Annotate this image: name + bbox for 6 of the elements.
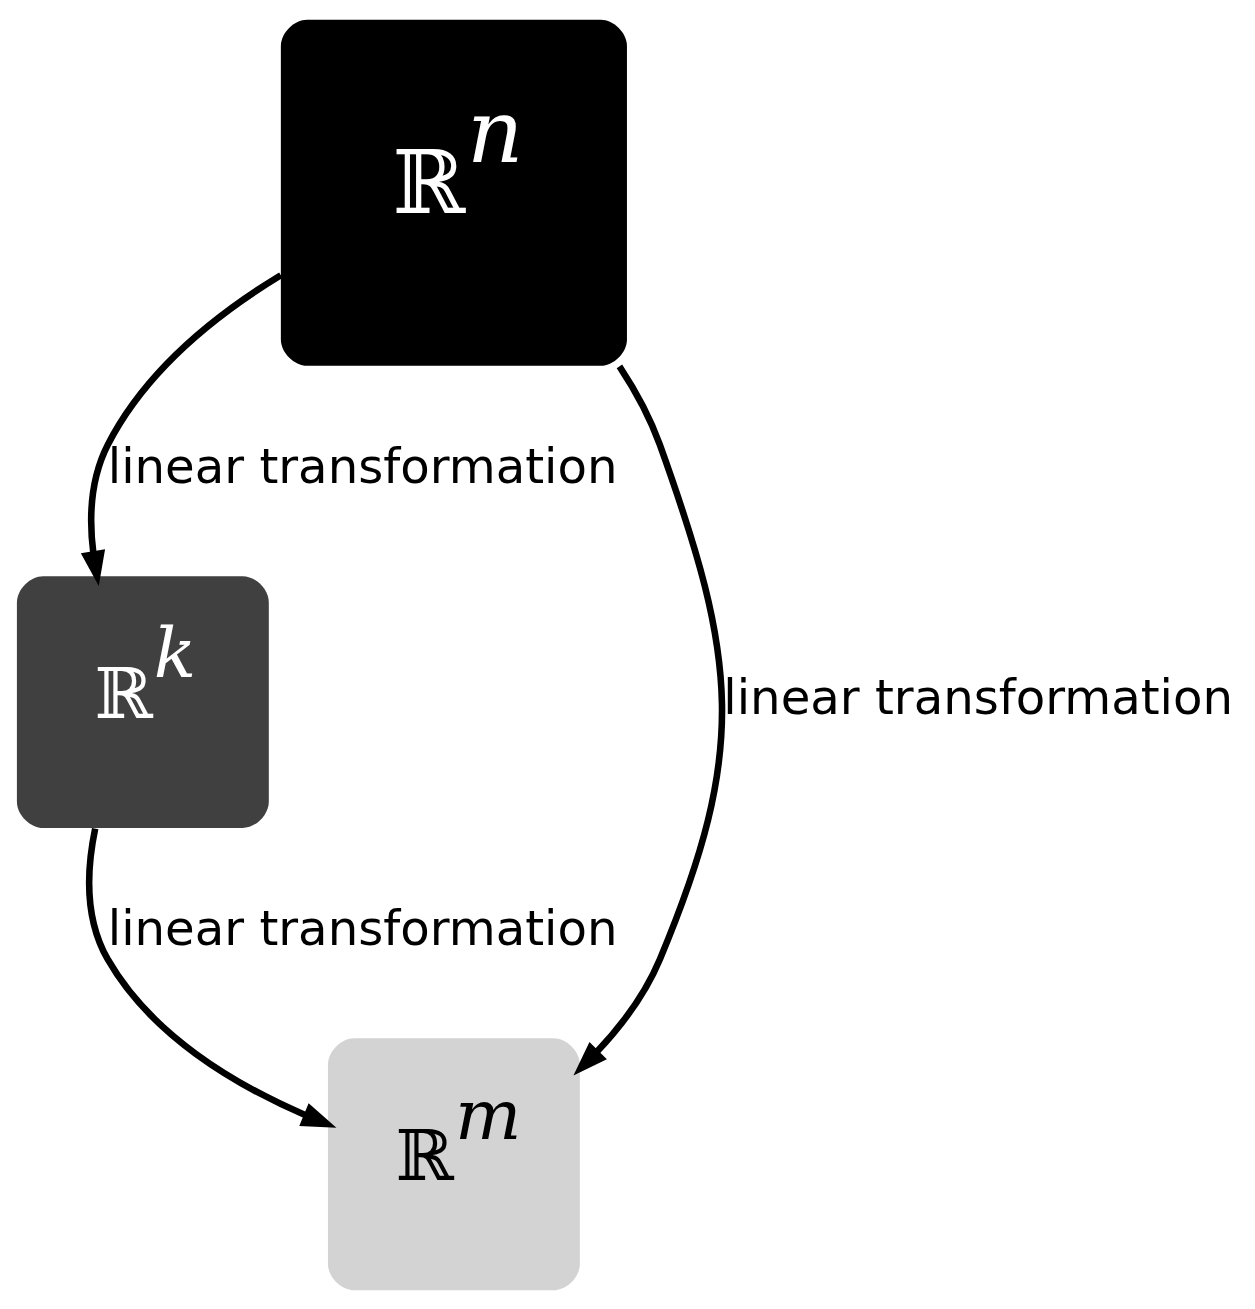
arrow [573, 364, 726, 1076]
arrow [80, 271, 283, 586]
arrow [86, 827, 337, 1128]
edge-label: linear transformation [723, 668, 1234, 725]
edge-label: linear transformation [107, 899, 618, 956]
edge-label: linear transformation [107, 437, 618, 494]
